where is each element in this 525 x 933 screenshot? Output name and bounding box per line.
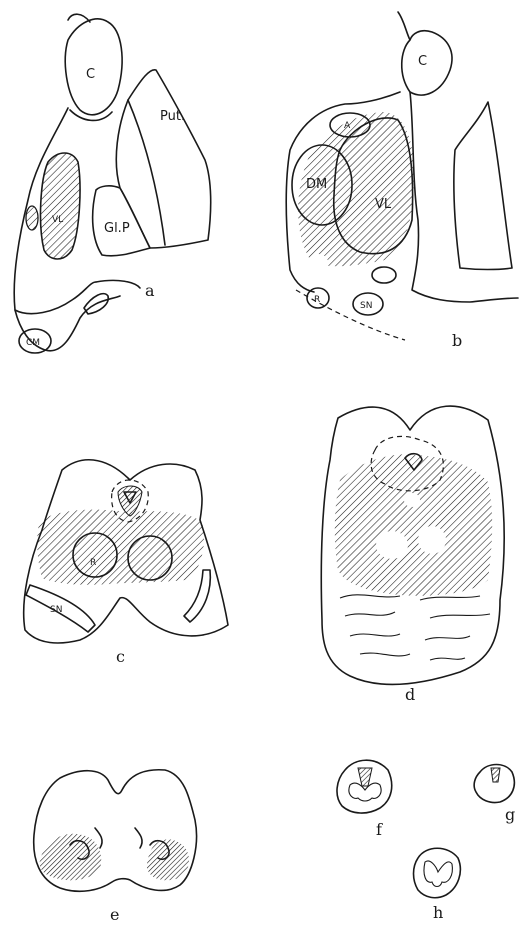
medulla-lesion-left (40, 834, 102, 881)
caption-g: g (505, 805, 515, 824)
panel-f: f (337, 760, 392, 839)
putamen-wedge-b (454, 102, 512, 270)
panel-a: C Put. Gl.P VL CM a (14, 14, 210, 353)
medulla-lesion-right (147, 839, 189, 880)
ventral-lateral-lesion (41, 153, 80, 259)
grey-matter-h (424, 861, 452, 887)
caudate-outline (65, 14, 122, 115)
label-vl-b: VL (375, 197, 392, 212)
spinal-cord-h (414, 848, 461, 897)
pons-blank-3 (404, 493, 420, 507)
label-caudate-a: C (86, 67, 95, 82)
label-vl-a: VL (52, 215, 63, 225)
putamen-outline (116, 70, 210, 248)
label-cm: CM (26, 338, 40, 348)
dorsal-columns-g (491, 768, 500, 782)
label-red-nucleus-c: R (90, 558, 96, 568)
label-globus-pallidus: Gl.P (104, 221, 130, 236)
label-caudate-b: C (418, 54, 427, 69)
pons-blank-1 (376, 531, 408, 559)
panel-c: R SN c (24, 460, 228, 666)
small-hatched-spot (26, 206, 38, 230)
caption-d: d (405, 685, 415, 704)
panel-b: C A DM VL R SN b (286, 12, 518, 350)
panel-d: d (321, 406, 504, 704)
label-sn-c: SN (50, 605, 62, 615)
label-anterior: A (344, 121, 351, 131)
panel-g: g (474, 765, 515, 825)
panel-e: e (34, 770, 197, 924)
dashed-boundary (296, 290, 405, 340)
caption-e: e (110, 905, 119, 924)
tegmentum-lesion (37, 510, 204, 585)
pons-blank-2 (418, 526, 446, 554)
label-sn-b: SN (360, 301, 372, 311)
caption-b: b (452, 331, 462, 350)
label-red-nucleus-b: R (314, 295, 320, 305)
caption-f: f (376, 820, 383, 839)
caption-a: a (145, 281, 155, 300)
transverse-fibers (340, 595, 490, 660)
blank-spot-1 (308, 254, 328, 270)
caption-c: c (116, 647, 125, 666)
label-putamen: Put. (160, 109, 185, 124)
oval-spot (372, 267, 396, 283)
dorsal-columns-f (358, 768, 372, 786)
caption-h: h (433, 903, 443, 922)
panel-h: h (414, 848, 461, 922)
label-dm: DM (306, 177, 327, 192)
pons-lesion (335, 454, 492, 595)
